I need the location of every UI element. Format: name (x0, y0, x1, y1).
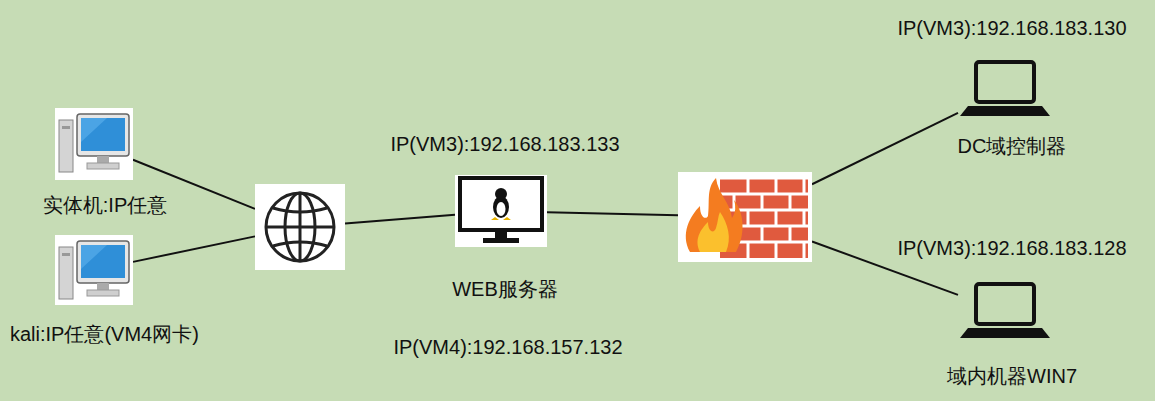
laptop-icon (958, 58, 1052, 122)
kali-computer: kali:IP任意(VM4网卡) (55, 235, 133, 305)
node-label: DC域控制器 (958, 134, 1067, 158)
network-link (133, 236, 255, 261)
node-label: IP(VM4):192.168.157.132 (393, 335, 622, 359)
network-link (547, 212, 678, 215)
node-label: IP(VM3):192.168.183.130 (897, 16, 1126, 40)
node-label: kali:IP任意(VM4网卡) (10, 322, 199, 346)
web-server: IP(VM3):192.168.183.133WEB服务器IP(VM4):192… (455, 175, 547, 247)
globe-icon (255, 184, 345, 270)
pc-icon (55, 235, 133, 305)
node-label: IP(VM3):192.168.183.133 (390, 132, 619, 156)
node-label: WEB服务器 (452, 277, 558, 301)
host-computer: 实体机:IP任意 (55, 108, 133, 180)
firewall-icon (678, 172, 812, 262)
domain-client: IP(VM3):192.168.183.128域内机器WIN7 (958, 280, 1052, 344)
firewall (678, 172, 812, 262)
internet-globe (255, 184, 345, 270)
node-label: IP(VM3):192.168.183.128 (897, 236, 1126, 260)
server-icon (455, 175, 547, 247)
pc-icon (55, 108, 133, 180)
laptop-icon (958, 280, 1052, 344)
domain-controller: IP(VM3):192.168.183.130DC域控制器 (958, 58, 1052, 122)
node-label: 域内机器WIN7 (947, 364, 1077, 388)
network-link (345, 215, 455, 224)
node-label: 实体机:IP任意 (43, 193, 167, 217)
network-link (812, 113, 958, 184)
